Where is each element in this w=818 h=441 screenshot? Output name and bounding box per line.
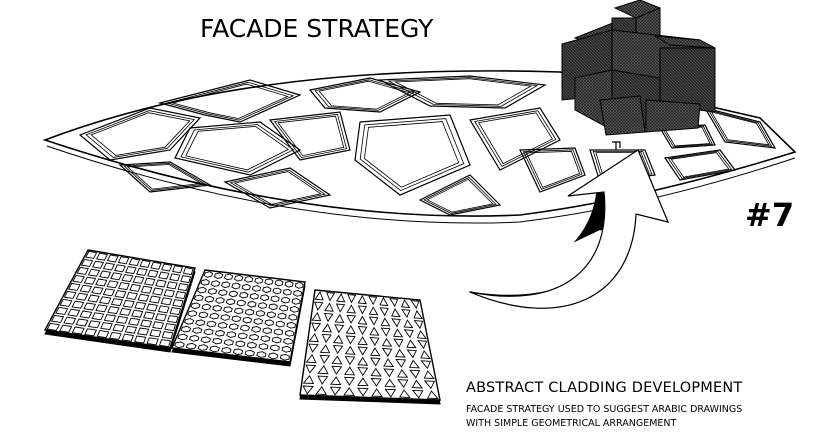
caption-line-2: WITH SIMPLE GEOMETRICAL ARRANGEMENT — [466, 418, 677, 429]
page-title: FACADE STRATEGY — [200, 14, 434, 43]
hexagonal-grid-panel — [170, 269, 306, 367]
sheet-number-badge: #7 — [745, 196, 795, 234]
human-figure-icon — [612, 141, 621, 150]
caption-title: ABSTRACT CLADDING DEVELOPMENT — [466, 380, 743, 396]
cross-volume — [561, 0, 716, 136]
triangular-grid-panel — [299, 289, 441, 405]
caption-line-1: FACADE STRATEGY USED TO SUGGEST ARABIC D… — [466, 404, 743, 415]
square-grid-panel — [43, 249, 196, 353]
curved-arrow — [468, 149, 670, 309]
